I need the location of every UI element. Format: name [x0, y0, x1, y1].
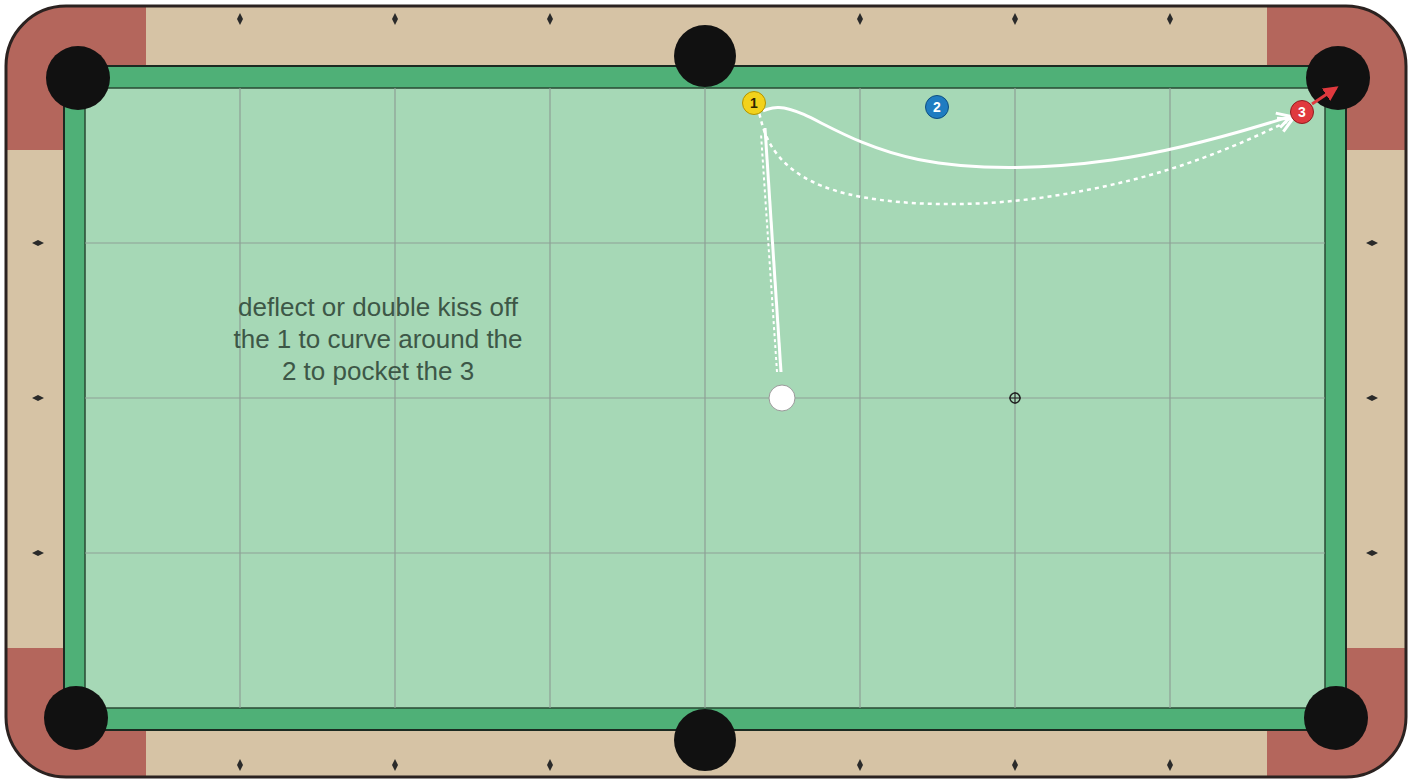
pocket	[1304, 686, 1368, 750]
ball-number: 1	[742, 91, 766, 111]
note-text: deflect or double kiss off the 1 to curv…	[228, 291, 528, 387]
diamond-marker	[547, 759, 553, 771]
ball-number: 2	[925, 95, 949, 115]
corner-rails	[6, 6, 1406, 777]
diamond-marker	[32, 240, 44, 246]
ball: 3	[1290, 100, 1314, 124]
diamond-marker	[392, 759, 398, 771]
pocket	[44, 686, 108, 750]
diamond-marker	[237, 759, 243, 771]
pockets	[44, 25, 1370, 771]
cushion	[64, 66, 1346, 730]
rail	[6, 6, 1406, 777]
ball-circle	[1291, 101, 1314, 124]
diamond-marker	[392, 13, 398, 25]
grid-line	[1014, 88, 1015, 708]
cue-ball	[769, 385, 795, 411]
pocket	[1306, 46, 1370, 110]
diamond-marker	[1012, 759, 1018, 771]
ball-circle	[926, 96, 949, 119]
diamond-marker	[237, 13, 243, 25]
pocket	[46, 46, 110, 110]
grid-line	[85, 552, 1325, 553]
diamond-marker	[857, 13, 863, 25]
felt	[85, 88, 1325, 708]
cue-ball-path	[765, 128, 781, 372]
spot-cross	[1015, 392, 1016, 404]
diamond-marker	[1366, 550, 1378, 556]
diamond-marker	[1366, 395, 1378, 401]
diamond-marker	[1167, 759, 1173, 771]
diamonds	[32, 13, 1378, 771]
grid	[85, 88, 1325, 708]
ball-path-arrow	[759, 114, 1292, 204]
pocket	[674, 25, 736, 87]
diamond-marker	[857, 759, 863, 771]
ball: 1	[742, 91, 766, 115]
pocket	[674, 709, 736, 771]
spot	[1010, 393, 1020, 403]
ball-number: 3	[1290, 100, 1314, 120]
ball-circle	[743, 92, 766, 115]
grid-line	[85, 397, 1325, 398]
diamond-marker	[547, 13, 553, 25]
diamond-marker	[32, 395, 44, 401]
diamond-marker	[1167, 13, 1173, 25]
pocket-arrow	[1312, 88, 1336, 104]
ball-path-arrow	[763, 107, 1291, 167]
diamond-marker	[32, 550, 44, 556]
ball: 2	[925, 95, 949, 119]
rail-outline	[6, 6, 1406, 777]
diamond-marker	[1012, 13, 1018, 25]
grid-line	[85, 242, 1325, 243]
diamond-marker	[1366, 240, 1378, 246]
foot-spot	[1009, 392, 1021, 404]
